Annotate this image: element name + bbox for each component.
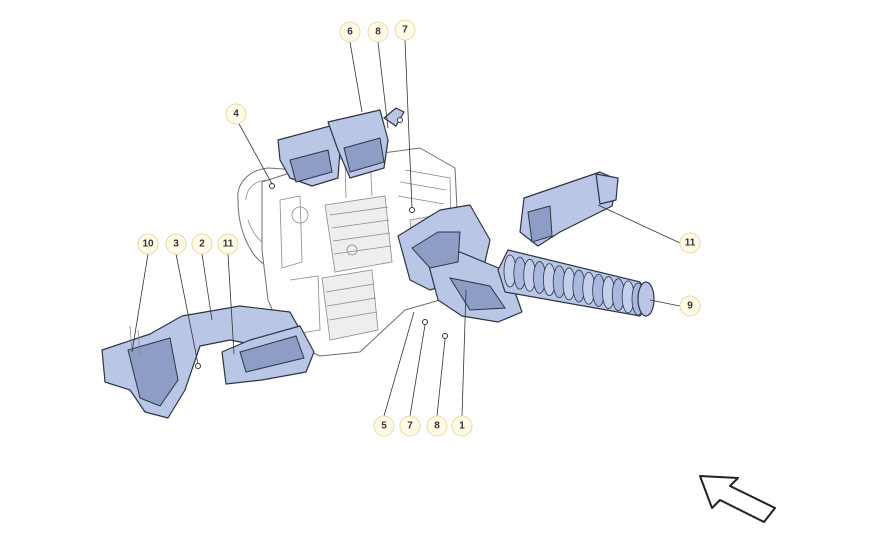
- callout-8-bottom: 8: [426, 415, 448, 437]
- callout-label: 7: [407, 421, 413, 432]
- callout-label: 7: [402, 25, 408, 36]
- callout-label: 8: [434, 421, 440, 432]
- callout-label: 6: [347, 27, 353, 38]
- callout-label: 4: [233, 109, 239, 120]
- right-rectangular-duct: [519, 171, 619, 247]
- callout-label: 9: [687, 301, 693, 312]
- callout-label: 8: [375, 27, 381, 38]
- callout-9: 9: [679, 295, 701, 317]
- callout-label: 2: [199, 239, 205, 250]
- leader-lines: [131, 39, 681, 417]
- top-twin-air-duct: [277, 107, 405, 187]
- front-direction-arrow-icon: [699, 475, 776, 523]
- callout-2: 2: [191, 233, 213, 255]
- callout-8: 8: [367, 21, 389, 43]
- callout-10: 10: [137, 233, 159, 255]
- callout-1: 1: [451, 415, 473, 437]
- callout-label: 10: [142, 239, 154, 250]
- callout-11-right: 11: [679, 232, 701, 254]
- callout-label: 3: [173, 239, 179, 250]
- callout-label: 11: [685, 238, 696, 249]
- callout-5: 5: [373, 415, 395, 437]
- callout-6: 6: [339, 21, 361, 43]
- callout-label: 1: [459, 421, 465, 432]
- callout-label: 11: [223, 239, 234, 250]
- corrugated-air-hose: [497, 249, 655, 317]
- callout-7: 7: [394, 19, 416, 41]
- callout-label: 5: [381, 421, 387, 432]
- callout-4: 4: [225, 103, 247, 125]
- callout-3: 3: [165, 233, 187, 255]
- left-duct-assembly: [101, 305, 315, 419]
- callout-11-left: 11: [217, 233, 239, 255]
- callout-7-bottom: 7: [399, 415, 421, 437]
